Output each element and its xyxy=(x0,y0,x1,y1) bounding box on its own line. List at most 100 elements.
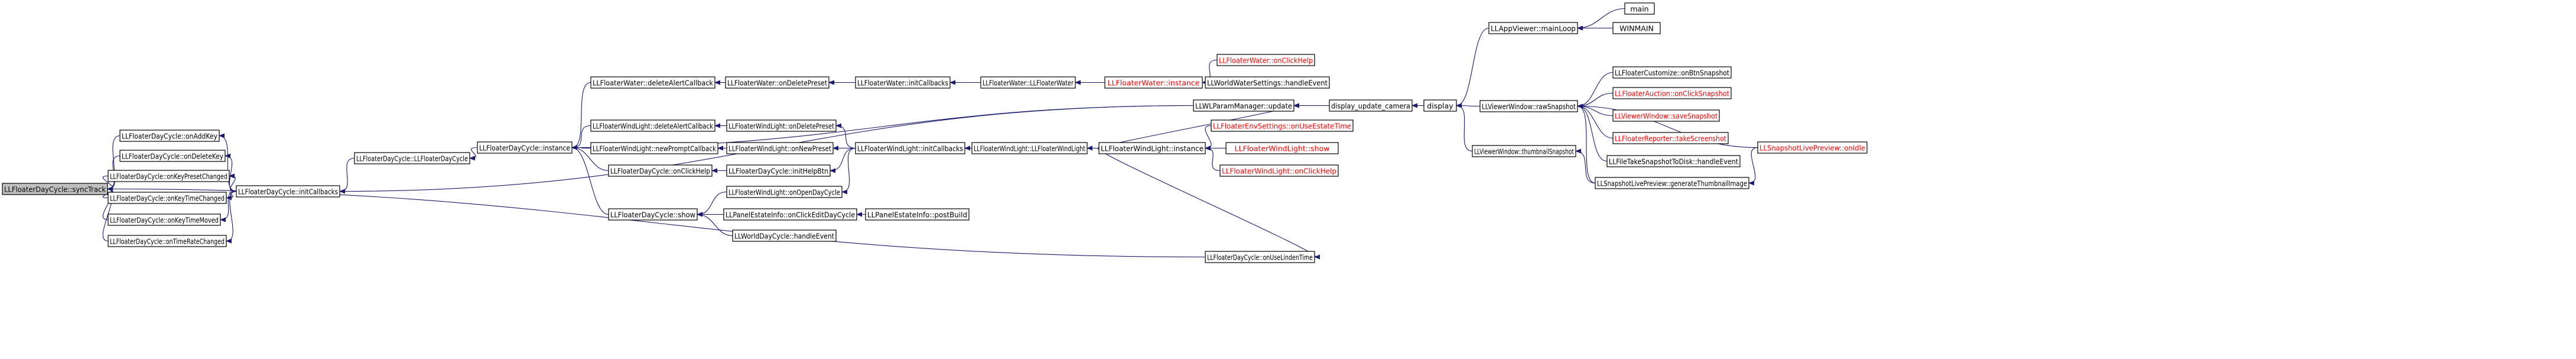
node-fw-instance[interactable]: LLFloaterWater::instance xyxy=(1104,76,1203,89)
node-box xyxy=(1757,141,1868,154)
node-label: LLViewerWindow::thumbnailSnapshot xyxy=(1474,147,1574,156)
edge-init-callbacks-to-on-time-rate-changed xyxy=(226,190,237,244)
node-fw-on-delete-preset[interactable]: LLFloaterWater::onDeletePreset xyxy=(725,76,830,89)
node-env-use-estate[interactable]: LLFloaterEnvSettings::onUseEstateTime xyxy=(1211,119,1354,132)
node-box xyxy=(477,141,573,154)
node-reporter-screenshot[interactable]: LLFloaterReporter::takeScreenshot xyxy=(1612,132,1729,144)
node-pe-info-post-build[interactable]: LLPanelEstateInfo::postBuild xyxy=(865,208,970,221)
node-box xyxy=(726,186,843,198)
node-thumbnail-snapshot[interactable]: LLViewerWindow::thumbnailSnapshot xyxy=(1472,145,1576,157)
node-on-key-time-moved[interactable]: LLFloaterDayCycle::onKeyTimeMoved xyxy=(108,214,221,226)
node-label: LLFloaterDayCycle::onKeyTimeMoved xyxy=(110,216,219,225)
node-gen-thumbnail[interactable]: LLSnapshotLivePreview::generateThumbnail… xyxy=(1595,177,1749,189)
node-label: LLWorldDayCycle::handleEvent xyxy=(734,232,834,241)
node-box xyxy=(1612,87,1732,99)
node-on-key-preset-changed[interactable]: LLFloaterDayCycle::onKeyPresetChanged xyxy=(108,170,230,182)
node-box xyxy=(1219,164,1339,177)
node-label: main xyxy=(1630,5,1648,14)
node-wl-instance[interactable]: LLFloaterWindLight::instance xyxy=(1098,142,1206,154)
node-box xyxy=(119,150,226,162)
node-wl-show[interactable]: LLFloaterWindLight::show xyxy=(1225,142,1339,154)
node-display[interactable]: display xyxy=(1423,99,1457,112)
node-world-day-handle[interactable]: LLWorldDayCycle::handleEvent xyxy=(732,229,837,242)
node-label: LLFloaterWater::instance xyxy=(1108,79,1200,88)
node-label: LLFloaterDayCycle::show xyxy=(610,211,695,219)
node-save-snapshot[interactable]: LLViewerWindow::saveSnapshot xyxy=(1612,109,1720,122)
node-on-key-time-changed[interactable]: LLFloaterDayCycle::onKeyTimeChanged xyxy=(108,192,227,204)
node-customize-snapshot[interactable]: LLFloaterCustomize::onBtnSnapshot xyxy=(1612,66,1732,79)
node-take-snapshot-to-disk[interactable]: LLFileTakeSnapshotToDisk::handleEvent xyxy=(1606,155,1741,167)
node-label: LLFloaterWindLight::onOpenDayCycle xyxy=(728,188,840,197)
node-init-callbacks[interactable]: LLFloaterDayCycle::initCallbacks xyxy=(236,185,340,198)
node-dc-on-click-help[interactable]: LLFloaterDayCycle::onClickHelp xyxy=(608,164,713,177)
node-label: LLFloaterWindLight::deleteAlertCallback xyxy=(593,122,714,131)
node-world-water-handle[interactable]: LLWorldWaterSettings::handleEvent xyxy=(1205,76,1330,89)
node-label: LLFloaterDayCycle::instance xyxy=(479,144,570,153)
node-box xyxy=(1624,2,1655,15)
node-label: LLFloaterDayCycle::onKeyPresetChanged xyxy=(110,172,227,181)
node-box xyxy=(590,142,718,154)
node-winmain[interactable]: WINMAIN xyxy=(1612,22,1661,34)
node-auction-snapshot[interactable]: LLFloaterAuction::onClickSnapshot xyxy=(1612,87,1732,99)
node-dc-use-linden-time[interactable]: LLFloaterDayCycle::onUseLindenTime xyxy=(1205,251,1315,263)
node-wl-on-new-preset[interactable]: LLFloaterWindLight::onNewPreset xyxy=(726,142,834,154)
node-on-time-rate-changed[interactable]: LLFloaterDayCycle::onTimeRateChanged xyxy=(108,235,227,247)
node-wl-param-update[interactable]: LLWLParamManager::update xyxy=(1193,99,1294,112)
node-box xyxy=(1193,99,1294,112)
node-on-delete-key[interactable]: LLFloaterDayCycle::onDeleteKey xyxy=(119,150,226,162)
node-label: LLFloaterDayCycle::initHelpBtn xyxy=(728,167,828,176)
node-pe-on-click-edit-day-cycle[interactable]: LLPanelEstateInfo::onClickEditDayCycle xyxy=(723,208,857,221)
node-wl-delete-alert[interactable]: LLFloaterWindLight::deleteAlertCallback xyxy=(590,119,715,132)
node-wl-on-open-day-cycle[interactable]: LLFloaterWindLight::onOpenDayCycle xyxy=(726,186,843,198)
node-ctor[interactable]: LLFloaterDayCycle::LLFloaterDayCycle xyxy=(354,152,470,164)
node-wl-init-callbacks[interactable]: LLFloaterWindLight::initCallbacks xyxy=(855,142,965,154)
node-box xyxy=(236,185,340,198)
node-raw-snapshot[interactable]: LLViewerWindow::rawSnapshot xyxy=(1479,100,1578,112)
edge-wl-on-click-help-to-wl-instance xyxy=(1205,145,1221,172)
edge-wl-init-callbacks-to-wl-on-open-day-cycle xyxy=(841,147,856,195)
node-box xyxy=(608,208,698,221)
node-label: LLFloaterWindLight::onDeletePreset xyxy=(728,122,834,131)
node-box xyxy=(108,214,221,226)
node-box xyxy=(1098,142,1206,154)
node-label: LLViewerWindow::saveSnapshot xyxy=(1615,112,1718,121)
node-live-preview-on-idle[interactable]: LLSnapshotLivePreview::onIdle xyxy=(1757,141,1868,154)
edge-thumbnail-snapshot-to-display xyxy=(1456,103,1473,152)
node-fw-delete-alert[interactable]: LLFloaterWater::deleteAlertCallback xyxy=(590,76,715,89)
node-label: LLPanelEstateInfo::postBuild xyxy=(867,211,967,219)
node-display-update-camera[interactable]: display_update_camera xyxy=(1329,99,1413,112)
node-root[interactable]: LLFloaterDayCycle::syncTrack xyxy=(2,183,108,195)
node-dc-show[interactable]: LLFloaterDayCycle::show xyxy=(608,208,698,221)
node-label: WINMAIN xyxy=(1619,24,1654,33)
node-main[interactable]: main xyxy=(1624,2,1655,15)
node-wl-ctor[interactable]: LLFloaterWindLight::LLFloaterWindLight xyxy=(971,142,1088,154)
node-fw-init-callbacks[interactable]: LLFloaterWater::initCallbacks xyxy=(855,76,951,89)
node-box xyxy=(354,152,470,164)
node-label: LLFloaterWindLight::onClickHelp xyxy=(1222,167,1336,176)
node-wl-on-click-help[interactable]: LLFloaterWindLight::onClickHelp xyxy=(1219,164,1339,177)
node-label: LLFloaterDayCycle::syncTrack xyxy=(4,185,106,194)
node-label: LLPanelEstateInfo::onClickEditDayCycle xyxy=(726,211,855,219)
edge-wl-delete-alert-to-dc-instance xyxy=(571,125,591,150)
edge-init-callbacks-to-on-delete-key xyxy=(225,153,237,192)
node-label: LLSnapshotLivePreview::generateThumbnail… xyxy=(1597,179,1747,188)
node-box xyxy=(726,119,837,132)
node-on-add-key[interactable]: LLFloaterDayCycle::onAddKey xyxy=(119,130,220,142)
node-box xyxy=(1329,99,1413,112)
node-dc-init-help-btn[interactable]: LLFloaterDayCycle::initHelpBtn xyxy=(726,164,831,177)
edge-init-callbacks-to-on-key-preset-changed xyxy=(229,173,237,192)
node-dc-instance[interactable]: LLFloaterDayCycle::instance xyxy=(477,141,573,154)
edge-init-callbacks-to-on-add-key xyxy=(219,133,237,192)
node-fw-ctor[interactable]: LLFloaterWater::LLFloaterWater xyxy=(980,76,1076,89)
node-main-loop[interactable]: LLAppViewer::mainLoop xyxy=(1488,22,1578,34)
node-label: LLFloaterDayCycle::onTimeRateChanged xyxy=(110,237,225,246)
node-wl-on-delete-preset[interactable]: LLFloaterWindLight::onDeletePreset xyxy=(726,119,837,132)
node-label: LLFloaterDayCycle::onAddKey xyxy=(122,132,218,141)
node-box xyxy=(1612,132,1729,144)
node-label: LLFloaterWindLight::LLFloaterWindLight xyxy=(974,144,1085,153)
edge-gen-thumbnail-to-raw-snapshot xyxy=(1577,104,1596,184)
node-wl-new-prompt-cb[interactable]: LLFloaterWindLight::newPromptCallback xyxy=(590,142,718,154)
node-label: LLFloaterWater::deleteAlertCallback xyxy=(593,79,714,88)
node-fw-on-click-help[interactable]: LLFloaterWater::onClickHelp xyxy=(1217,54,1315,66)
edge-customize-snapshot-to-raw-snapshot xyxy=(1577,72,1614,109)
